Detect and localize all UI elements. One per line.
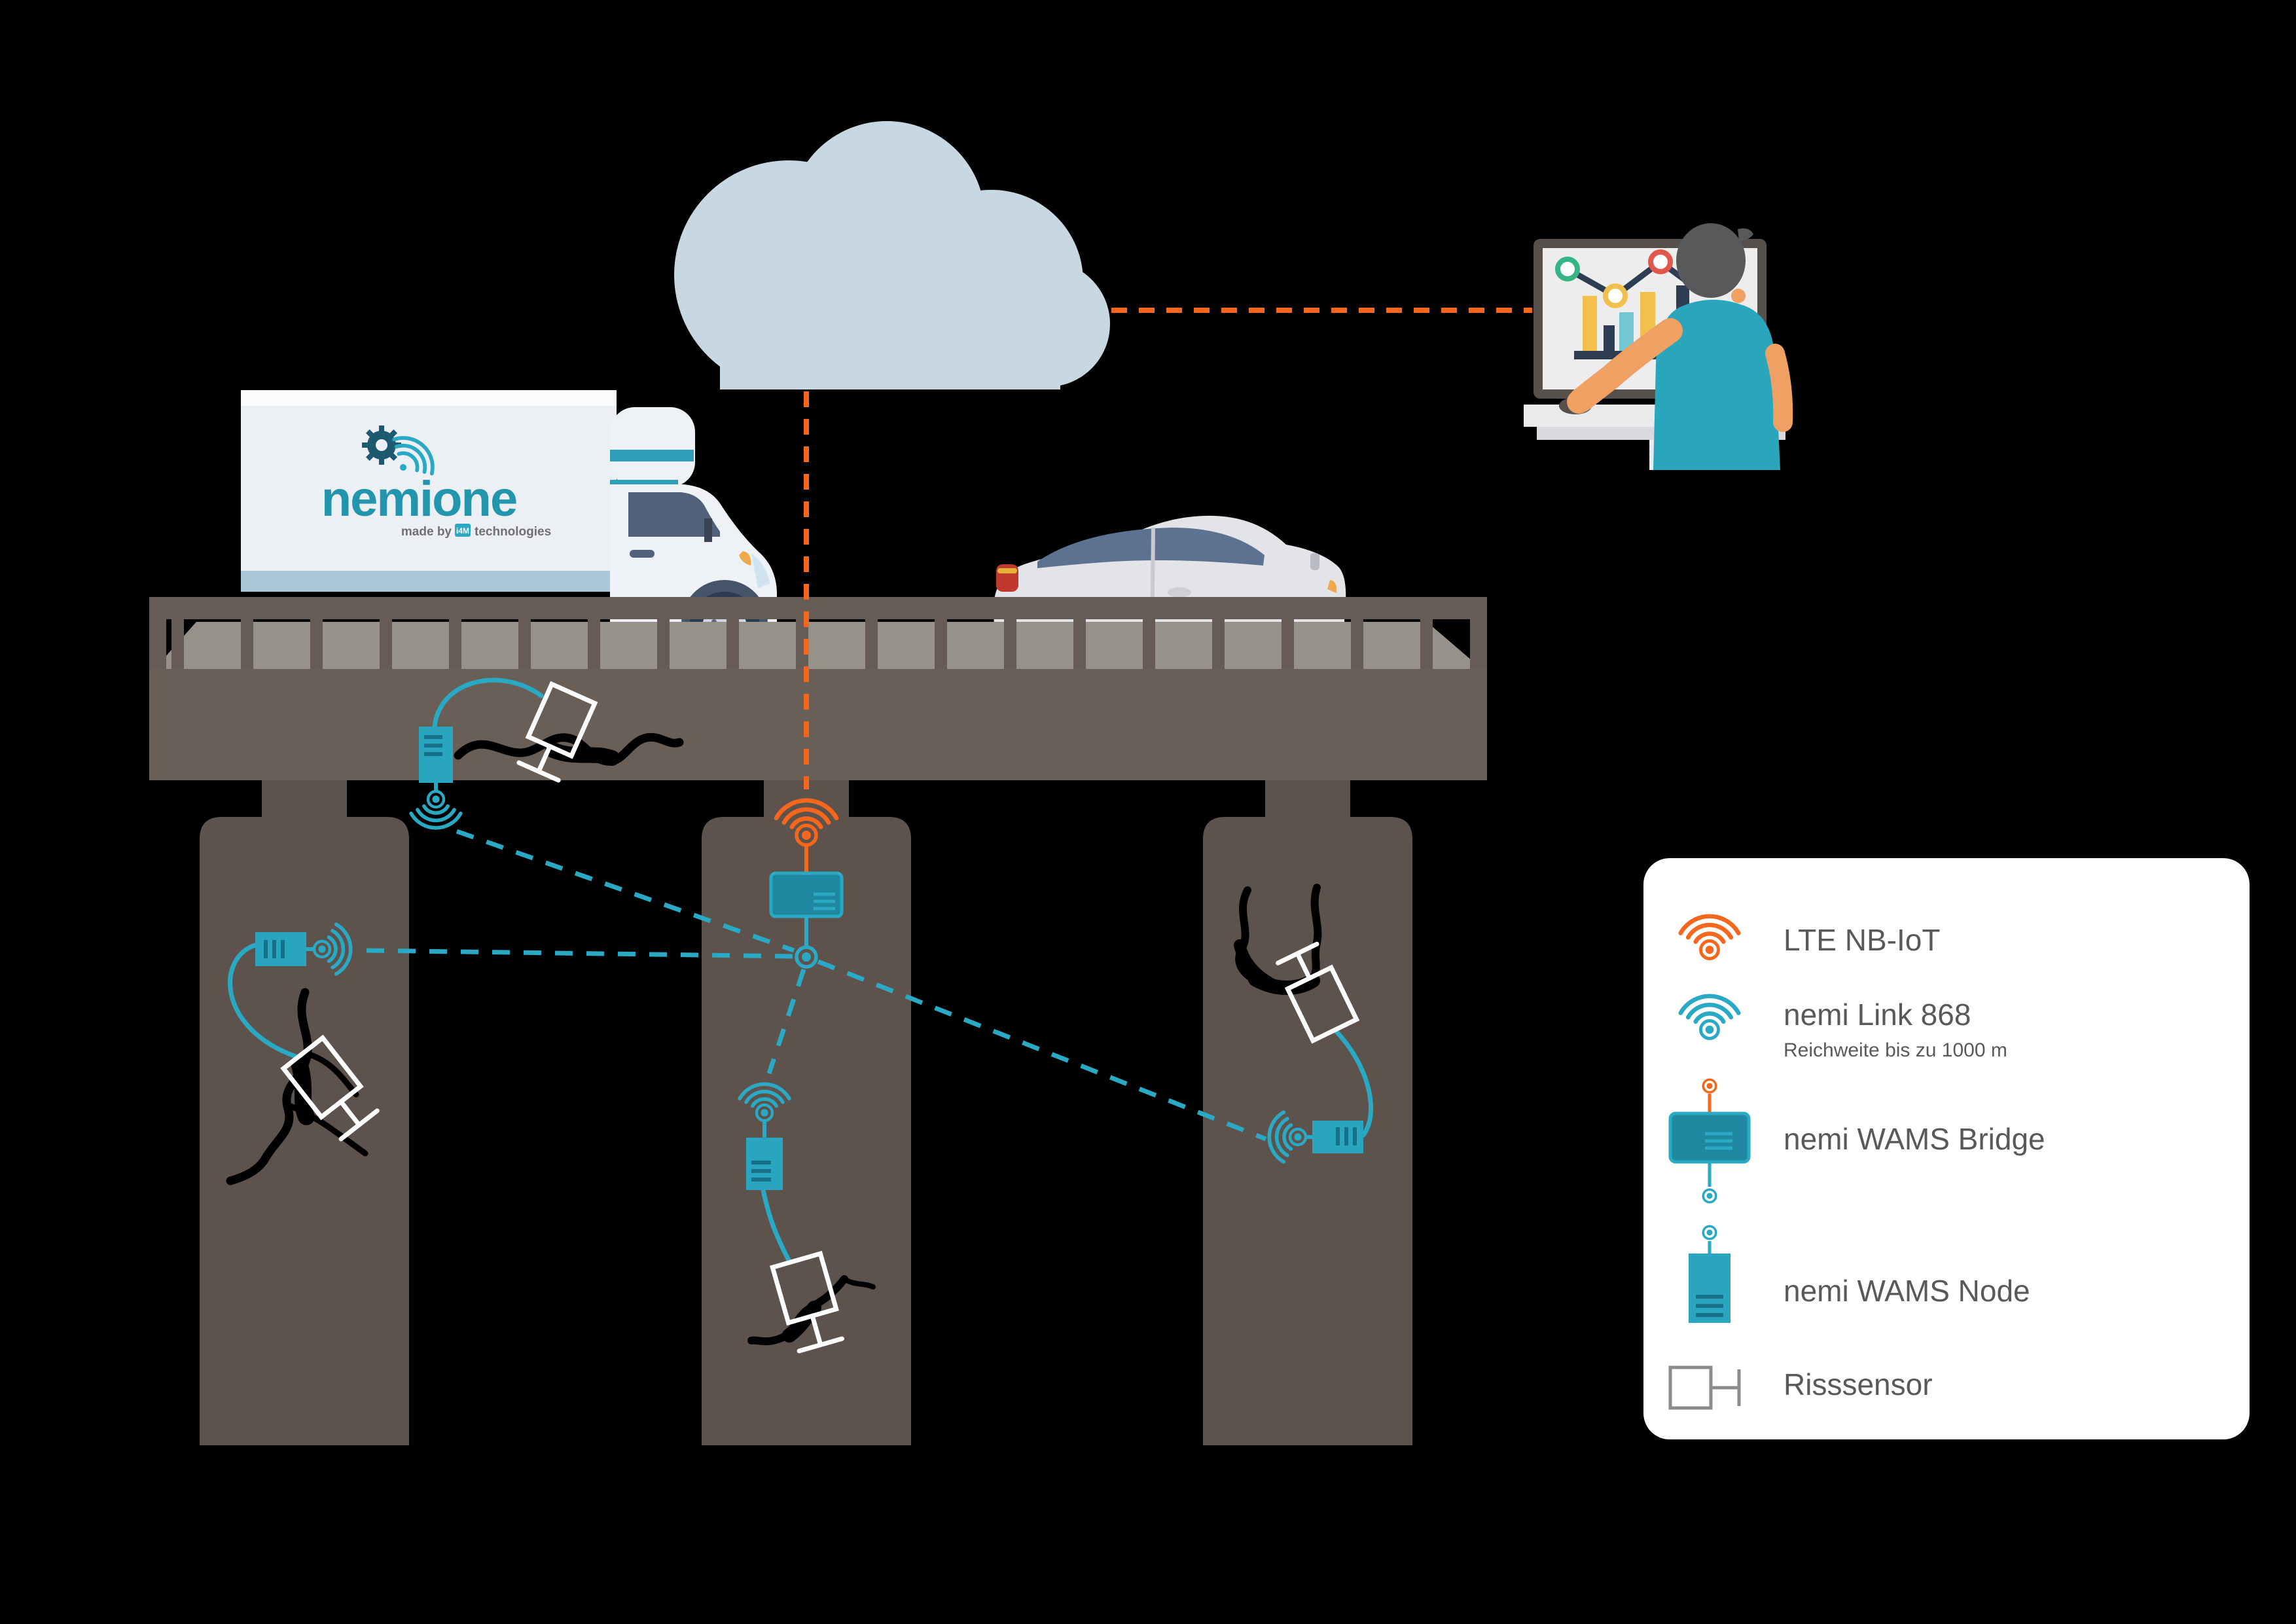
wams-node-right-pillar: [1269, 1028, 1374, 1162]
wams-node-left-pillar: [228, 924, 351, 1059]
nemi-link-868-links: [366, 829, 1267, 1142]
head: [1676, 223, 1746, 298]
logo-wifi-icon: [382, 429, 442, 487]
bridge-deck: [149, 669, 1487, 780]
tagline-badge: [455, 524, 471, 537]
pillar-right: [1203, 817, 1412, 1445]
legend-icons: [1668, 858, 1751, 1410]
wams-node-under-deck: [411, 677, 544, 828]
legend-label-lte: LTE NB-IoT: [1784, 923, 1941, 957]
legend-label-link: nemi Link 868: [1784, 998, 1971, 1032]
truck-tagline: made by i4M technologies: [401, 524, 551, 539]
crack-sensor-icon: [1276, 941, 1360, 1044]
crack-sensor-icon: [280, 1034, 380, 1142]
pillar-middle: [702, 817, 911, 1445]
operator-workstation: [1524, 223, 1793, 470]
nemi-link-wifi-icon: [1681, 996, 1739, 1039]
node-wifi-icon: [411, 806, 461, 828]
crack-middle-pillar: [747, 1275, 876, 1346]
nemione-logo: nemione made by i4M technologies: [321, 425, 551, 539]
gear-icon: [362, 425, 401, 465]
bridge-structure: [149, 597, 1487, 1445]
bridge-pillars: [200, 780, 1412, 1445]
wams-node-middle-pillar: [740, 1084, 792, 1264]
wams-bridge-device: [769, 801, 844, 967]
wams-node-icon: [1689, 1225, 1731, 1323]
tagline-technologies: technologies: [475, 525, 551, 539]
pillar-left: [200, 817, 409, 1445]
legend-label-node: nemi WAMS Node: [1784, 1274, 2030, 1308]
legend-card: LTE NB-IoT nemi Link 868 Reichweite bis …: [1643, 858, 2250, 1439]
crack-sensor-icon: [1668, 1365, 1741, 1410]
railing-top-bar: [149, 597, 1487, 619]
legend-sublabel-range: Reichweite bis zu 1000 m: [1784, 1039, 2007, 1061]
yellow-data-point-icon: [1603, 283, 1628, 308]
red-data-point-icon: [1648, 249, 1673, 274]
legend-label-sensor: Risssensor: [1784, 1367, 1933, 1401]
tagline-badge-text: i4M: [456, 526, 469, 535]
operator-person: [1559, 223, 1793, 470]
crack-sensor-icon: [516, 681, 598, 783]
cloud-icon: [674, 121, 1110, 389]
truck-logo-text: nemione: [321, 471, 517, 527]
crack-sensors: [280, 681, 1360, 1354]
lte-wifi-icon: [1681, 916, 1739, 959]
green-data-point-icon: [1555, 257, 1580, 281]
truck-box: [241, 390, 617, 592]
crack-sensor-icon: [770, 1250, 844, 1354]
wams-bridge-icon: [1668, 1078, 1751, 1204]
legend-label-bridge: nemi WAMS Bridge: [1784, 1122, 2045, 1156]
tagline-made-by: made by: [401, 525, 452, 539]
